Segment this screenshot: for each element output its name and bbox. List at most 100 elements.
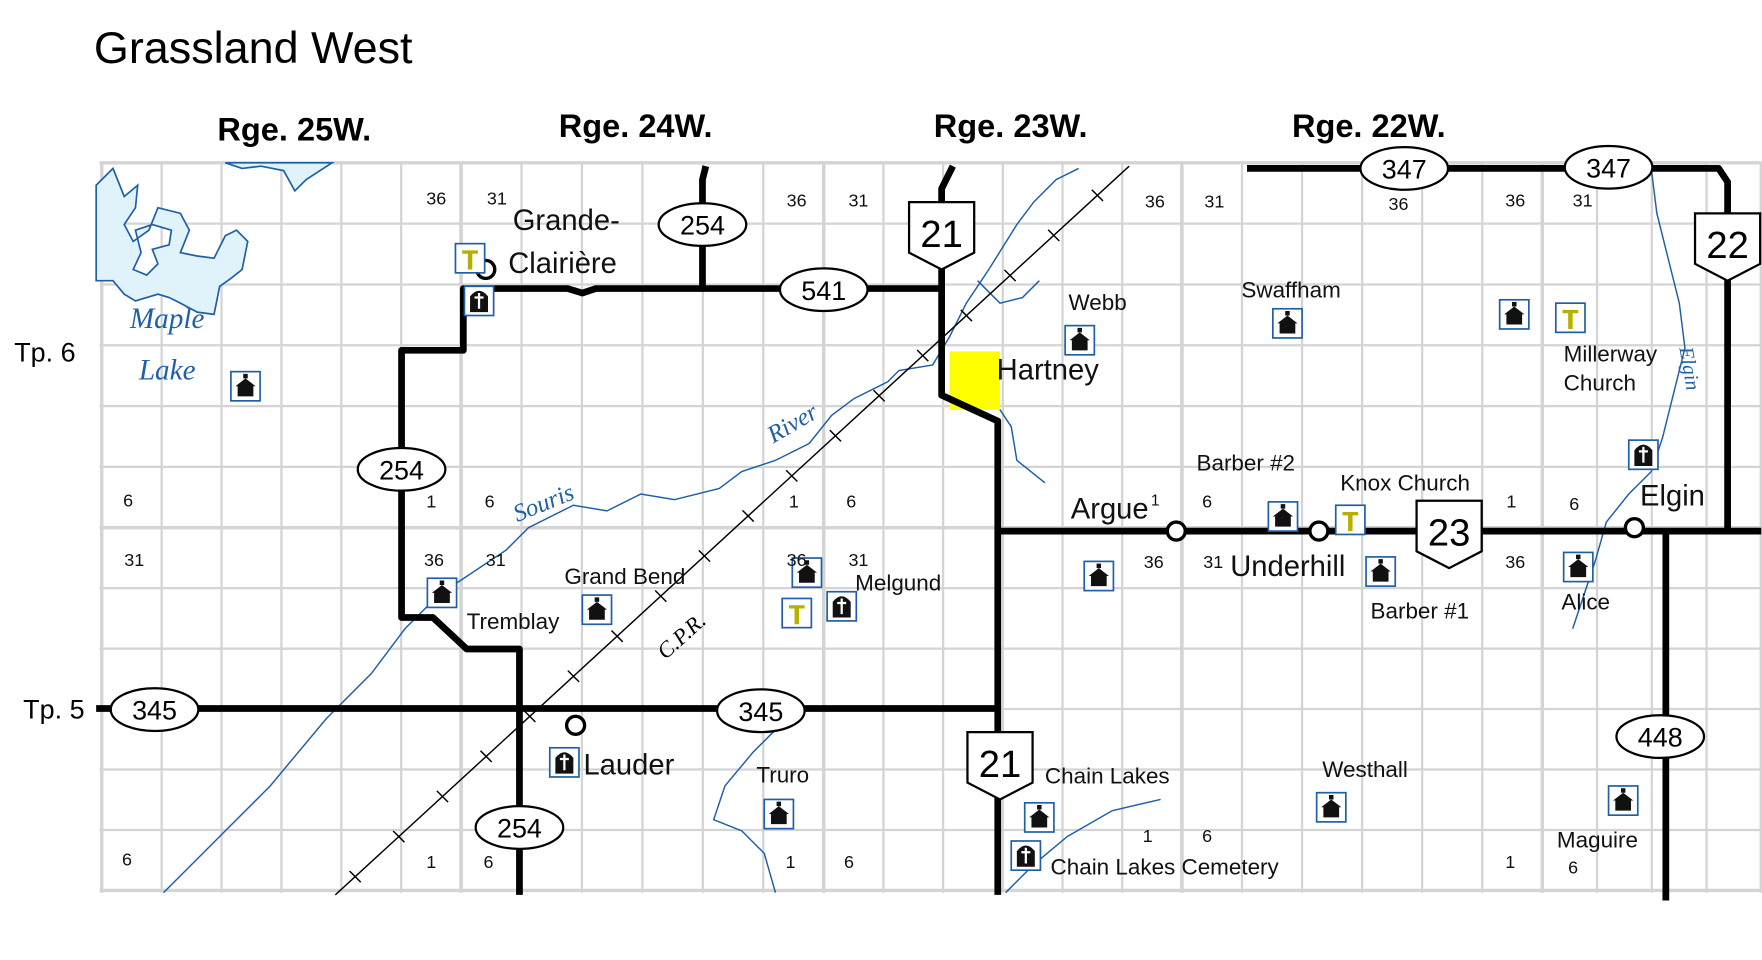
town-dot bbox=[1308, 520, 1330, 542]
school-icon bbox=[1272, 307, 1303, 339]
school-icon bbox=[1315, 791, 1347, 823]
place-label: Barber #2 bbox=[1197, 450, 1296, 475]
place-label: Westhall bbox=[1322, 757, 1408, 782]
highway-number: 345 bbox=[738, 697, 783, 727]
section-number: 31 bbox=[1203, 552, 1223, 572]
highway-number: 347 bbox=[1586, 153, 1631, 183]
place-label: Barber #1 bbox=[1371, 599, 1470, 624]
cemetery-icon bbox=[548, 746, 580, 778]
place-label: Melgund bbox=[855, 571, 941, 596]
section-number: 31 bbox=[848, 550, 868, 570]
argue-superscript: 1 bbox=[1151, 492, 1160, 509]
water-label: Lake bbox=[138, 355, 196, 387]
place-label: Swaffham bbox=[1241, 278, 1340, 303]
school-icon bbox=[426, 577, 458, 609]
section-number: 1 bbox=[1505, 852, 1515, 872]
section-number: 6 bbox=[1569, 494, 1579, 514]
section-number: 31 bbox=[124, 550, 144, 570]
water-label: Maple bbox=[129, 303, 205, 335]
place-label: Knox Church bbox=[1340, 471, 1470, 496]
place-label: Grande- bbox=[513, 205, 620, 237]
place-label: Elgin bbox=[1640, 480, 1705, 512]
range-label: Rge. 22W. bbox=[1292, 108, 1446, 144]
highway-shield-marker: 21 bbox=[907, 200, 976, 271]
section-number: 6 bbox=[484, 852, 494, 872]
section-number: 36 bbox=[1144, 552, 1164, 572]
place-label: Clairière bbox=[508, 248, 617, 280]
town-dot bbox=[564, 714, 587, 736]
section-number: 31 bbox=[848, 191, 868, 211]
section-number: 36 bbox=[1145, 192, 1165, 212]
section-number: 36 bbox=[1505, 191, 1525, 211]
school-icon bbox=[1023, 801, 1055, 833]
section-number: 1 bbox=[1143, 826, 1153, 846]
roads bbox=[96, 164, 1762, 901]
church-cross-icon bbox=[1554, 302, 1586, 334]
section-number: 36 bbox=[424, 550, 444, 570]
school-icon bbox=[1365, 556, 1397, 587]
town-markers bbox=[475, 258, 1646, 736]
section-number: 36 bbox=[426, 188, 446, 208]
town-dot bbox=[1165, 520, 1187, 542]
cemetery-icon bbox=[1627, 439, 1659, 471]
place-label: Truro bbox=[756, 763, 809, 788]
section-number: 31 bbox=[486, 550, 506, 570]
section-number: 1 bbox=[426, 852, 436, 872]
place-label: Hartney bbox=[997, 355, 1100, 387]
highway-oval-marker: 254 bbox=[356, 446, 447, 492]
section-number: 36 bbox=[787, 550, 807, 570]
section-number: 6 bbox=[1202, 492, 1212, 512]
map-title: Grassland West bbox=[94, 22, 413, 73]
section-number: 6 bbox=[844, 852, 854, 872]
section-number: 1 bbox=[789, 492, 799, 512]
church-cross-icon bbox=[781, 597, 813, 629]
range-label: Rge. 23W. bbox=[934, 108, 1088, 144]
place-label: Maguire bbox=[1557, 828, 1638, 853]
highway-number: 21 bbox=[979, 743, 1021, 786]
section-number: 1 bbox=[786, 852, 796, 872]
school-icon bbox=[1562, 551, 1594, 583]
highway-number: 23 bbox=[1428, 512, 1470, 555]
highway-shield-marker: 23 bbox=[1415, 499, 1483, 570]
highway-number: 345 bbox=[132, 696, 177, 726]
lake-top bbox=[225, 161, 335, 193]
section-number: 31 bbox=[1573, 191, 1593, 211]
highway-oval-marker: 541 bbox=[778, 267, 869, 313]
section-number: 36 bbox=[1389, 194, 1409, 214]
place-label: Argue bbox=[1071, 494, 1149, 526]
section-number: 36 bbox=[1505, 552, 1525, 572]
place-label: Webb bbox=[1069, 290, 1127, 315]
school-icon bbox=[791, 557, 823, 589]
church-cross-icon bbox=[1334, 504, 1366, 536]
place-label: Tremblay bbox=[467, 609, 560, 634]
highway-number: 254 bbox=[379, 455, 424, 485]
place-label: Millerway bbox=[1564, 342, 1658, 367]
school-icon bbox=[1083, 560, 1115, 592]
highway-number: 347 bbox=[1382, 155, 1427, 185]
cpr-railway bbox=[334, 165, 1130, 896]
place-label: Grand Bend bbox=[564, 564, 685, 589]
highway-oval-marker: 254 bbox=[474, 805, 565, 850]
maple-lake bbox=[95, 166, 249, 316]
school-icon bbox=[1064, 324, 1096, 356]
cemetery-icon bbox=[1010, 840, 1042, 872]
place-label: Alice bbox=[1561, 590, 1610, 615]
school-icon bbox=[763, 798, 795, 830]
highway-shield-marker: 22 bbox=[1693, 212, 1762, 282]
section-number: 31 bbox=[487, 188, 507, 208]
school-icon bbox=[230, 370, 261, 402]
township-label: Tp. 5 bbox=[23, 695, 84, 725]
place-label: Lauder bbox=[583, 750, 674, 782]
cemetery-icon bbox=[463, 285, 495, 317]
section-number: 1 bbox=[426, 492, 436, 512]
school-icon bbox=[1267, 501, 1299, 532]
section-number: 6 bbox=[485, 492, 495, 512]
school-icon bbox=[581, 594, 613, 626]
section-number: 6 bbox=[122, 850, 132, 870]
highway-oval-marker: 345 bbox=[109, 687, 200, 733]
section-number: 6 bbox=[1568, 858, 1578, 878]
section-number: 6 bbox=[123, 490, 133, 510]
highway-oval-marker: 448 bbox=[1615, 714, 1706, 760]
range-label: Rge. 24W. bbox=[559, 108, 713, 144]
highway-number: 448 bbox=[1638, 723, 1683, 753]
